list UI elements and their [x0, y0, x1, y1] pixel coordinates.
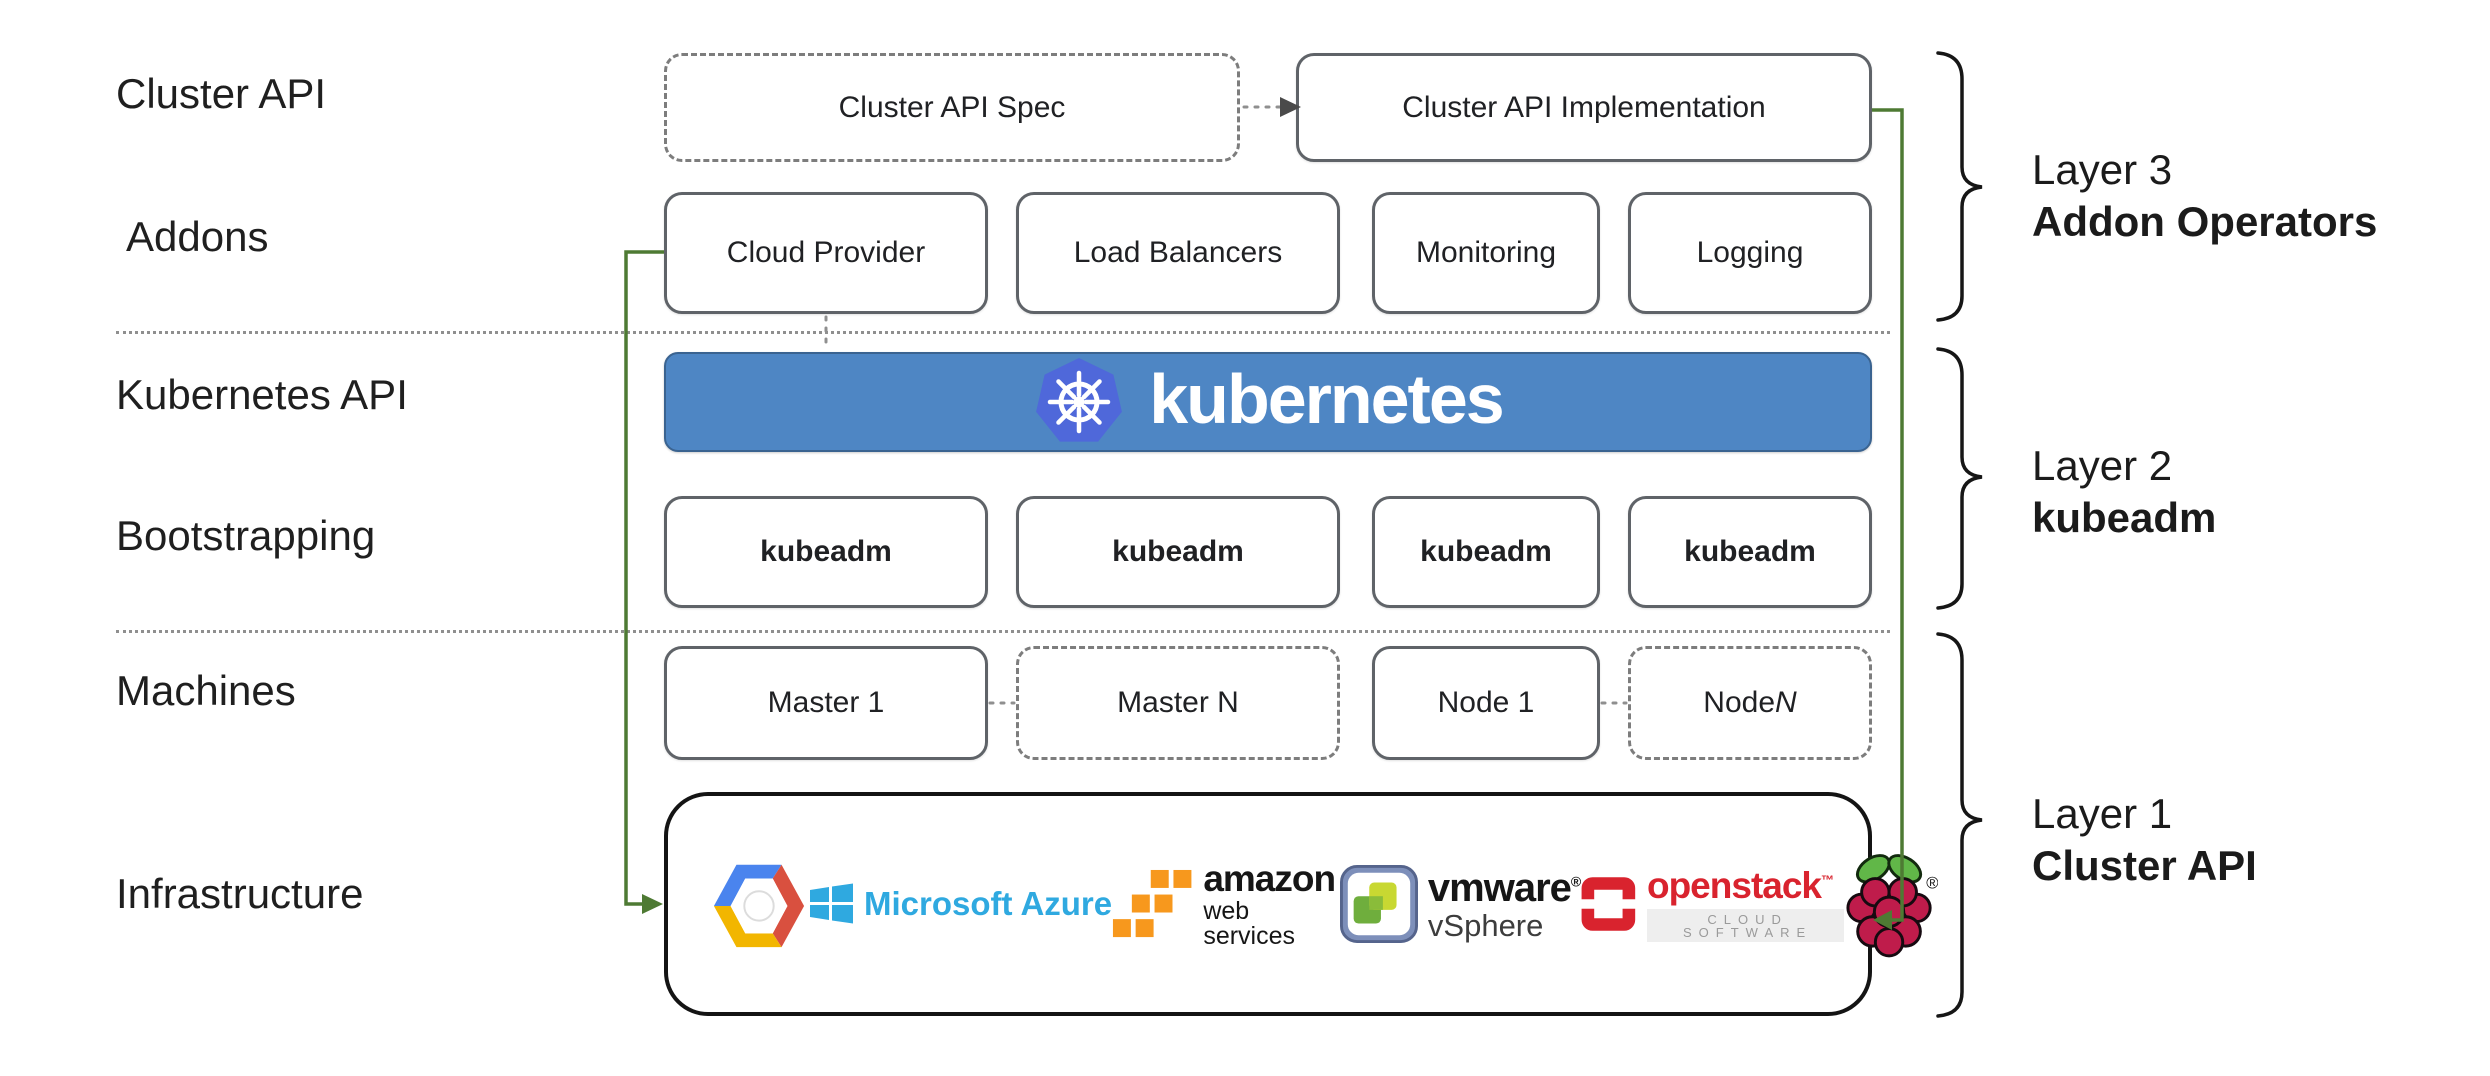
row-label-addons: Addons — [126, 213, 269, 260]
kubeadm-label: kubeadm — [1420, 535, 1552, 568]
cloud-provider-label: Cloud Provider — [726, 236, 926, 269]
aws-webservices-text: web services — [1203, 896, 1296, 950]
box-infrastructure-providers: Microsoft Azure amazon web services — [664, 792, 1938, 1016]
raspberry-pi-icon: ® — [1846, 854, 1938, 958]
box-master-n: Master N — [1016, 646, 1340, 760]
raspberry-registered-mark: ® — [1926, 873, 1938, 892]
google-cloud-logo — [710, 858, 808, 950]
kubernetes-wordmark: kubernetes — [1149, 360, 1504, 438]
vsphere-icon — [1339, 865, 1418, 943]
azure-text: Microsoft Azure — [864, 885, 1113, 922]
box-load-balancers: Load Balancers — [1016, 192, 1340, 314]
raspberry-pi-logo: ® — [1844, 845, 1938, 963]
google-cloud-icon — [713, 864, 805, 948]
aws-amazon-text: amazon — [1203, 857, 1336, 899]
amazon-web-services-logo: amazon web services — [1112, 860, 1340, 949]
box-cluster-api-spec: Cluster API Spec — [664, 53, 1240, 162]
box-node-1: Node 1 — [1372, 646, 1600, 760]
openstack-trademark: ™ — [1821, 872, 1834, 888]
kubeadm-label: kubeadm — [760, 535, 892, 568]
kubernetes-banner: kubernetes — [664, 352, 1872, 452]
layer-2-annotation: Layer 2 kubeadm — [2032, 440, 2216, 544]
kubernetes-logo-icon — [1036, 358, 1123, 442]
kubeadm-label: kubeadm — [1112, 535, 1244, 568]
row-label-infrastructure: Infrastructure — [116, 870, 364, 917]
box-kubeadm-3: kubeadm — [1372, 496, 1600, 608]
layer-3-title: Layer 3 — [2032, 146, 2173, 193]
row-label-kubernetes-api: Kubernetes API — [116, 371, 408, 418]
openstack-icon — [1580, 877, 1637, 931]
cluster-api-implementation-label: Cluster API Implementation — [1402, 90, 1766, 124]
layer-2-brace — [1936, 347, 1983, 610]
green-arrowhead-left — [642, 894, 663, 914]
layer-3-annotation: Layer 3 Addon Operators — [2032, 144, 2377, 248]
openstack-text: openstack™ CLOUD SOFTWARE — [1646, 864, 1845, 942]
vmware-text: vmware® vSphere — [1427, 865, 1581, 943]
box-kubeadm-2: kubeadm — [1016, 496, 1340, 608]
logging-label: Logging — [1696, 236, 1804, 269]
master-n-label: Master N — [1117, 686, 1239, 719]
node-1-label: Node 1 — [1437, 686, 1535, 719]
row-label-bootstrapping: Bootstrapping — [116, 512, 376, 559]
vsphere-text: vSphere — [1427, 907, 1544, 943]
row-label-cluster-api: Cluster API — [116, 70, 327, 117]
box-logging: Logging — [1628, 192, 1872, 314]
azure-windows-icon — [810, 883, 853, 924]
master-1-label: Master 1 — [767, 686, 885, 719]
box-node-n: Node N — [1628, 646, 1872, 760]
box-monitoring: Monitoring — [1372, 192, 1600, 314]
box-master-1: Master 1 — [664, 646, 988, 760]
layer-1-subtitle: Cluster API — [2032, 842, 2257, 889]
vmware-registered-mark: ® — [1570, 873, 1581, 890]
box-cluster-api-implementation: Cluster API Implementation — [1296, 53, 1872, 162]
openstack-cloud-software-text: CLOUD SOFTWARE — [1646, 908, 1845, 942]
vmware-vsphere-logo: vmware® vSphere — [1339, 865, 1581, 943]
layer-1-brace — [1936, 632, 1983, 1018]
load-balancers-label: Load Balancers — [1073, 236, 1283, 269]
row-label-machines: Machines — [116, 667, 296, 714]
microsoft-azure-logo: Microsoft Azure — [808, 881, 1112, 927]
monitoring-label: Monitoring — [1415, 236, 1557, 269]
layer-2-subtitle: kubeadm — [2032, 494, 2217, 541]
implementation-to-infrastructure-connector — [1872, 108, 1904, 930]
layer-3-subtitle: Addon Operators — [2032, 198, 2378, 245]
openstack-logo: openstack™ CLOUD SOFTWARE — [1580, 864, 1845, 942]
cloud-provider-to-infrastructure-connector — [624, 250, 664, 914]
vmware-wordmark: vmware — [1427, 865, 1572, 910]
layer-3-brace — [1936, 51, 1983, 322]
layer-1-annotation: Layer 1 Cluster API — [2032, 788, 2257, 892]
aws-text: amazon web services — [1203, 860, 1340, 949]
node-n-label: Node — [1703, 686, 1776, 719]
separator-bootstrapping-machines — [116, 630, 1890, 633]
layer-2-title: Layer 2 — [2032, 442, 2173, 489]
openstack-wordmark: openstack — [1646, 864, 1822, 906]
box-cloud-provider: Cloud Provider — [664, 192, 988, 314]
separator-addons-kubernetes — [116, 331, 1890, 334]
spec-to-implementation-arrow — [1242, 97, 1301, 117]
box-kubeadm-1: kubeadm — [664, 496, 988, 608]
layer-1-title: Layer 1 — [2032, 790, 2173, 837]
aws-cubes-icon — [1112, 868, 1194, 939]
box-kubeadm-4: kubeadm — [1628, 496, 1872, 608]
node-n-label-italic: N — [1775, 686, 1797, 719]
cluster-api-spec-label: Cluster API Spec — [838, 90, 1066, 124]
kubeadm-label: kubeadm — [1684, 535, 1816, 568]
